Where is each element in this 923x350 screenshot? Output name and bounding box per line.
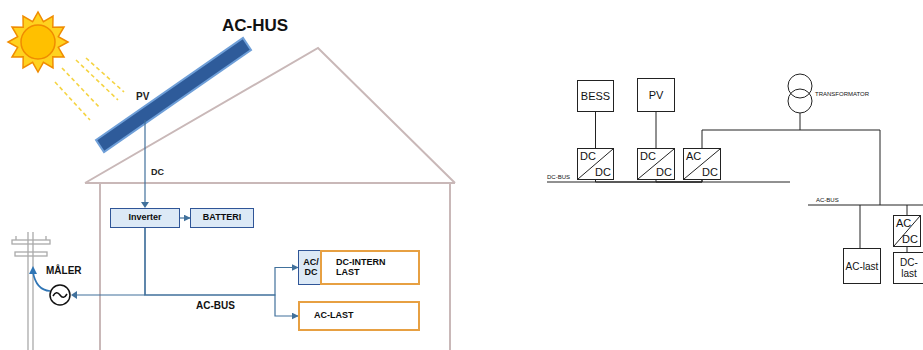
- bus-label: AC-BUS: [816, 197, 839, 204]
- connector: [656, 180, 702, 182]
- arrow-head: [71, 291, 77, 299]
- meter-label: MÅLER: [46, 265, 82, 276]
- box-label: AC: [686, 150, 701, 162]
- crossarm: [12, 240, 50, 244]
- wire: [860, 205, 861, 248]
- box-label: AC: [896, 217, 911, 229]
- box-label: BATTERI: [203, 213, 241, 223]
- roof-base: [85, 182, 455, 184]
- load-box: DC-last: [893, 252, 923, 284]
- converter-box: ACDC: [683, 148, 721, 180]
- sun-ray: [55, 82, 90, 120]
- meter-tilde: [53, 293, 67, 298]
- box-label: DC-INTERN LAST: [336, 258, 398, 278]
- converter-box: DC DC: [577, 148, 614, 180]
- box-label: DC: [702, 166, 718, 178]
- solar-panel: [96, 38, 251, 152]
- wall: [99, 183, 101, 350]
- wire-label: DC: [151, 168, 164, 178]
- side-label: PV: [136, 91, 149, 102]
- sun-rays: [55, 58, 124, 120]
- converter-box: DCDC: [637, 148, 675, 180]
- ac-bus-line: [808, 205, 923, 206]
- dc-arrow: [144, 120, 145, 203]
- load-box: AC-LAST: [298, 301, 420, 331]
- battery-box: BATTERI: [190, 208, 254, 228]
- box-label: AC-LAST: [314, 311, 354, 321]
- sun-ray: [86, 58, 124, 92]
- house-title: AC-HUS: [222, 17, 288, 36]
- sun-ray: [62, 68, 100, 108]
- utility-pole: [12, 232, 50, 350]
- storage-box: BESS: [577, 80, 614, 112]
- sun-ray: [76, 60, 118, 100]
- insulator: [45, 236, 46, 240]
- diagonal-line: [638, 149, 674, 179]
- component-label: TRANSFORMATOR: [815, 91, 869, 98]
- transformer-winding: [788, 74, 812, 98]
- wire: [800, 130, 880, 205]
- arrow-head: [29, 266, 37, 274]
- connector: [595, 112, 596, 148]
- pv-box: PV: [637, 78, 675, 112]
- insulator: [15, 236, 16, 240]
- connector: [656, 112, 657, 148]
- box-label: DC: [640, 150, 656, 162]
- box-label: Inverter: [128, 213, 161, 223]
- inverter-box: Inverter: [110, 208, 180, 228]
- diagonal-line: [684, 149, 720, 179]
- meter-symbol: [50, 285, 70, 305]
- diagonal-line: [578, 149, 613, 179]
- crossarm: [15, 252, 47, 256]
- right-wiring: [547, 74, 923, 248]
- sun-disc: [21, 25, 55, 59]
- bus-label: DC-BUS: [547, 174, 570, 181]
- box-label: PV: [649, 89, 664, 101]
- wire: [702, 113, 800, 148]
- bus-label: AC-BUS: [196, 300, 235, 311]
- connector: [596, 180, 703, 182]
- connector: [180, 217, 190, 218]
- box-label: DC: [595, 166, 611, 178]
- diagonal-line: [894, 216, 920, 246]
- load-box: AC-last: [843, 248, 881, 284]
- connector: [145, 228, 298, 295]
- sun-rays-star: [8, 12, 68, 72]
- sun: [8, 12, 68, 72]
- pole: [32, 232, 33, 350]
- load-box: DC-INTERN LAST: [320, 250, 420, 285]
- box-label: DC: [656, 166, 672, 178]
- connector: [145, 228, 298, 316]
- box-label: DC-last: [894, 257, 923, 279]
- house-outline: [85, 48, 455, 350]
- box-label: DC: [902, 233, 918, 245]
- box-label: AC-last: [846, 261, 879, 272]
- converter-box: AC DC: [893, 215, 921, 247]
- wire: [907, 205, 908, 215]
- wall: [449, 183, 451, 350]
- transformer-winding: [788, 89, 812, 113]
- box-label: DC: [580, 150, 596, 162]
- box-label: BESS: [581, 90, 610, 102]
- ac-bus-wire: [76, 294, 145, 295]
- pole: [27, 232, 28, 350]
